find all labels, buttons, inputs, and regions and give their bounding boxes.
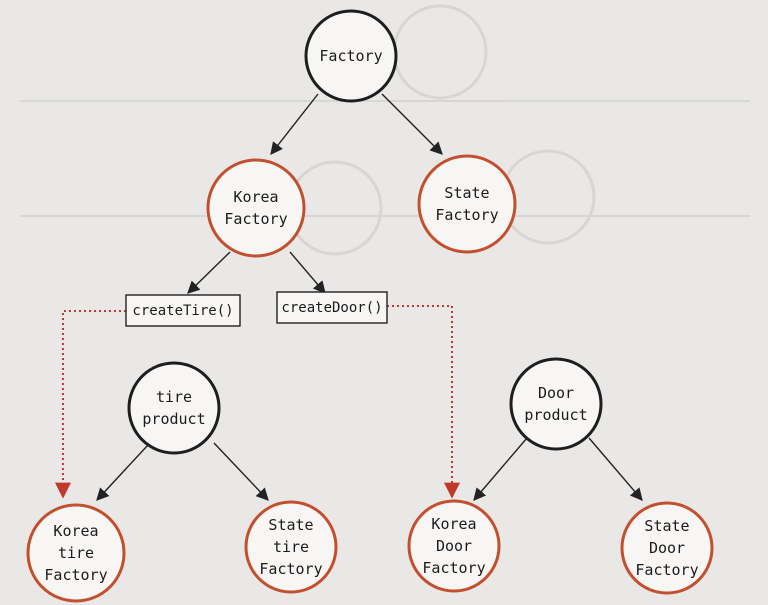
node-tire-product — [127, 361, 221, 455]
node-factory — [304, 9, 398, 103]
dotted-connectors — [55, 305, 460, 499]
edge-door-product-state-door — [588, 437, 643, 501]
edge-door-product-korea-door — [473, 437, 528, 501]
create-tire-box — [125, 294, 241, 327]
edge-tire-product-korea-tire — [96, 444, 149, 501]
node-korea-factory — [206, 158, 306, 258]
node-korea-door-factory — [407, 499, 501, 593]
node-state-tire-factory — [244, 500, 338, 594]
edge-tire-product-state-tire — [213, 442, 269, 501]
edge-factory-korea-factory — [270, 93, 319, 155]
node-state-factory — [417, 154, 517, 254]
dotted-create-door-to-korea-door — [387, 305, 460, 499]
edge-korea-factory-create-tire — [187, 251, 231, 294]
node-door-product — [509, 357, 603, 451]
background-ghosts — [20, 4, 750, 256]
edge-factory-state-factory — [381, 93, 443, 155]
edge-korea-factory-create-door — [289, 251, 326, 294]
node-state-door-factory — [620, 501, 714, 595]
node-korea-tire-factory — [26, 503, 126, 603]
dotted-create-tire-to-korea-tire — [55, 310, 126, 499]
edges — [96, 93, 643, 501]
create-door-box — [276, 291, 388, 324]
